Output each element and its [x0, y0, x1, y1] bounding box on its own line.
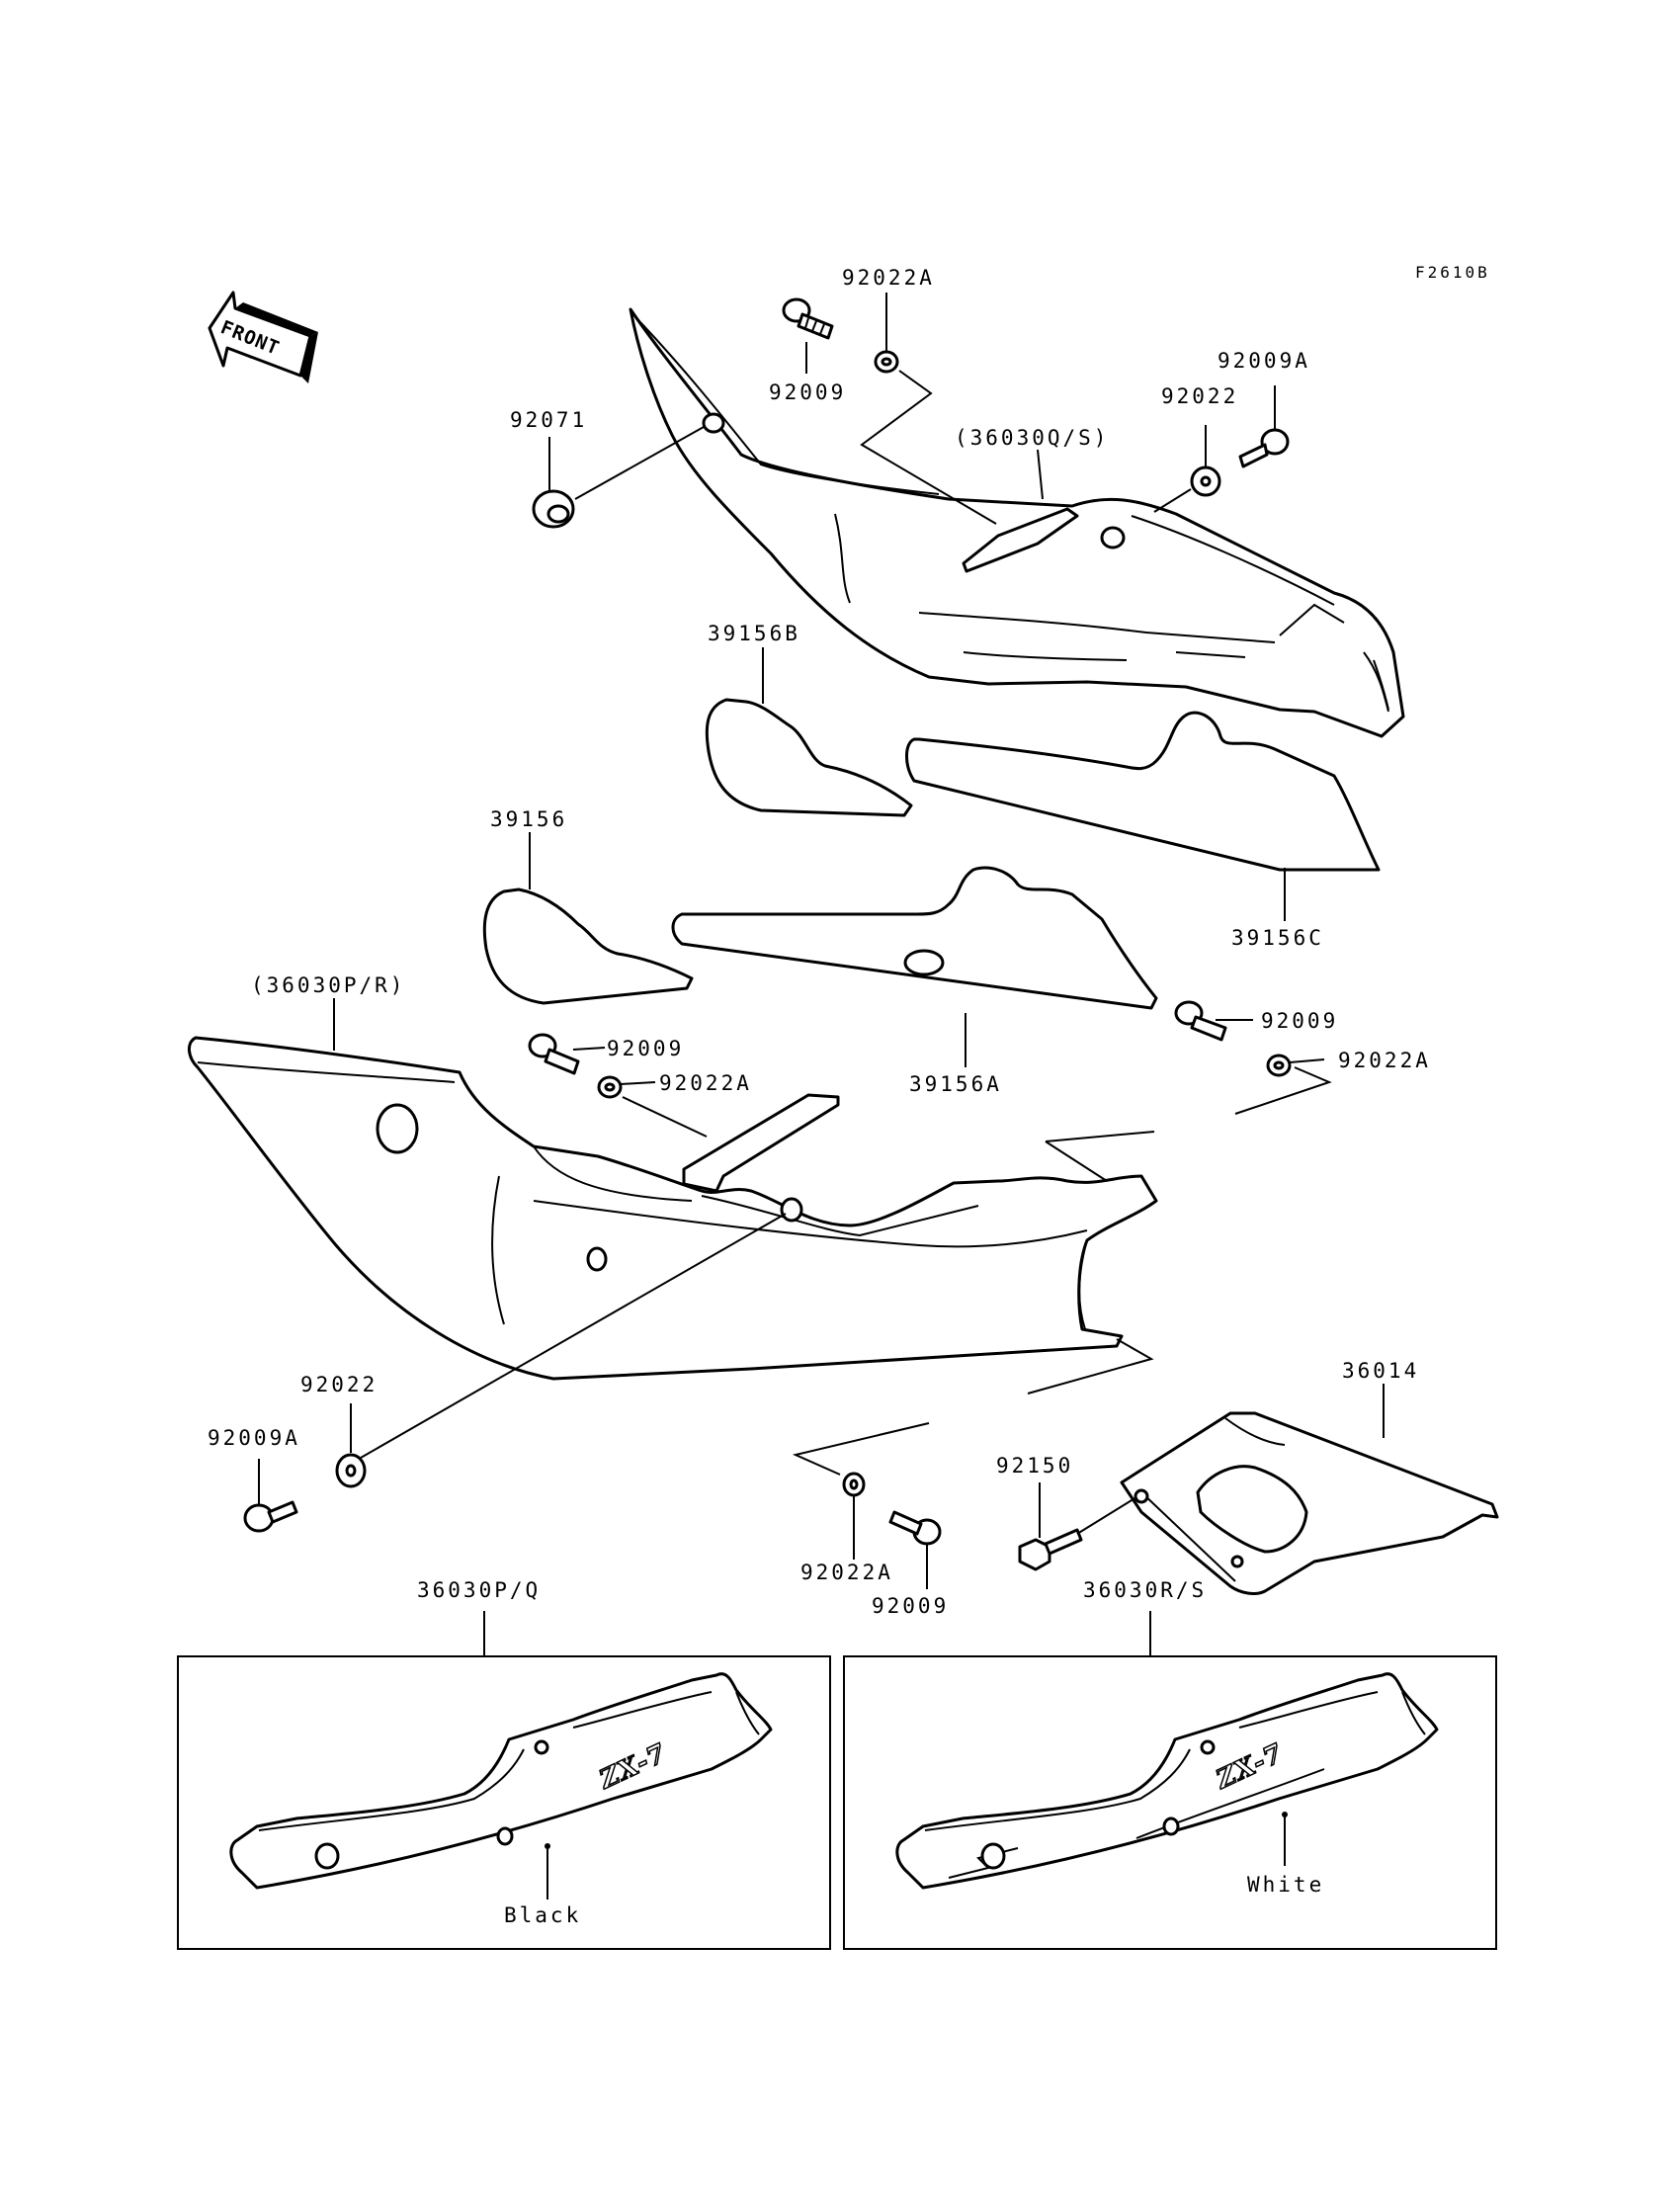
leader-92022A-mid	[620, 1081, 656, 1085]
pad-39156B	[705, 698, 913, 817]
leader-92022A-top-to-cover	[860, 370, 997, 525]
leader-92022A-mid-to-tab	[622, 1096, 708, 1138]
leader-92022A-right	[1289, 1058, 1325, 1063]
pad-39156	[482, 887, 694, 1005]
leader-92022A-bot-to-cover	[792, 1422, 930, 1476]
label-92150: 92150	[996, 1454, 1073, 1478]
break-mark-2	[1045, 1141, 1108, 1182]
label-36014: 36014	[1342, 1359, 1419, 1383]
break-mark-4	[1027, 1338, 1154, 1394]
screw-92009-top	[782, 297, 834, 340]
variant-code-36030RS: 36030R/S	[1083, 1578, 1207, 1602]
label-92009-bot: 92009	[872, 1594, 949, 1618]
screw-92009-right	[1174, 1000, 1227, 1042]
label-92009A-top: 92009A	[1218, 349, 1310, 373]
label-92009A-bot: 92009A	[208, 1426, 300, 1450]
lower-side-cover	[188, 1036, 1158, 1381]
upper-seat-cover	[629, 307, 1405, 738]
variant-color-black: Black	[504, 1903, 581, 1927]
leader-92022-top-to-cover	[1153, 488, 1192, 513]
variant-panel-white: 36030R/S ZX-7 White	[843, 1578, 1497, 1950]
label-92009-top: 92009	[769, 380, 846, 404]
leader-92150-to-tray	[1076, 1496, 1137, 1535]
leader-92022-bot-to-cover	[360, 1213, 787, 1459]
label-92022-bot: 92022	[300, 1373, 378, 1396]
label-92009-mid: 92009	[607, 1037, 684, 1060]
label-92022A-top: 92022A	[842, 266, 935, 290]
variant-color-white: White	[1247, 1873, 1324, 1897]
label-92071: 92071	[510, 408, 587, 432]
label-36030PR: (36030P/R)	[251, 973, 405, 997]
label-92022A-mid: 92022A	[659, 1071, 752, 1095]
label-39156A: 39156A	[909, 1072, 1002, 1096]
screw-92009-mid	[528, 1033, 580, 1075]
leader-36030QS	[1037, 449, 1044, 500]
pad-39156C	[905, 711, 1381, 872]
grommet-92071	[532, 489, 575, 529]
under-tray	[1120, 1411, 1499, 1595]
label-92022A-right: 92022A	[1338, 1049, 1431, 1072]
label-92009-right: 92009	[1261, 1009, 1338, 1033]
figure-code: F2610B	[1415, 263, 1490, 282]
leader-92009-mid	[572, 1047, 606, 1051]
screw-92009-bot	[888, 1510, 942, 1546]
pad-39156A	[671, 866, 1158, 1010]
label-39156: 39156	[490, 807, 567, 831]
screw-92009A-bot	[243, 1500, 298, 1533]
label-39156C: 39156C	[1231, 926, 1324, 950]
variant-code-36030PQ: 36030P/Q	[417, 1578, 541, 1602]
bolt-92150	[1018, 1528, 1083, 1571]
variant-panel-black: 36030P/Q ZX-7 Black	[177, 1578, 831, 1950]
break-mark-3	[1234, 1066, 1332, 1115]
break-mark-1	[1045, 1131, 1155, 1142]
label-92022-top: 92022	[1161, 384, 1238, 408]
label-39156B: 39156B	[708, 622, 800, 645]
front-arrow-icon: FRONT	[208, 291, 318, 383]
label-92022A-bot: 92022A	[800, 1561, 893, 1584]
pad-39156A-hole	[903, 949, 945, 976]
label-36030QS: (36030Q/S)	[955, 426, 1109, 450]
leader-92071-to-cover	[574, 426, 705, 500]
screw-92009A-top	[1238, 428, 1290, 468]
